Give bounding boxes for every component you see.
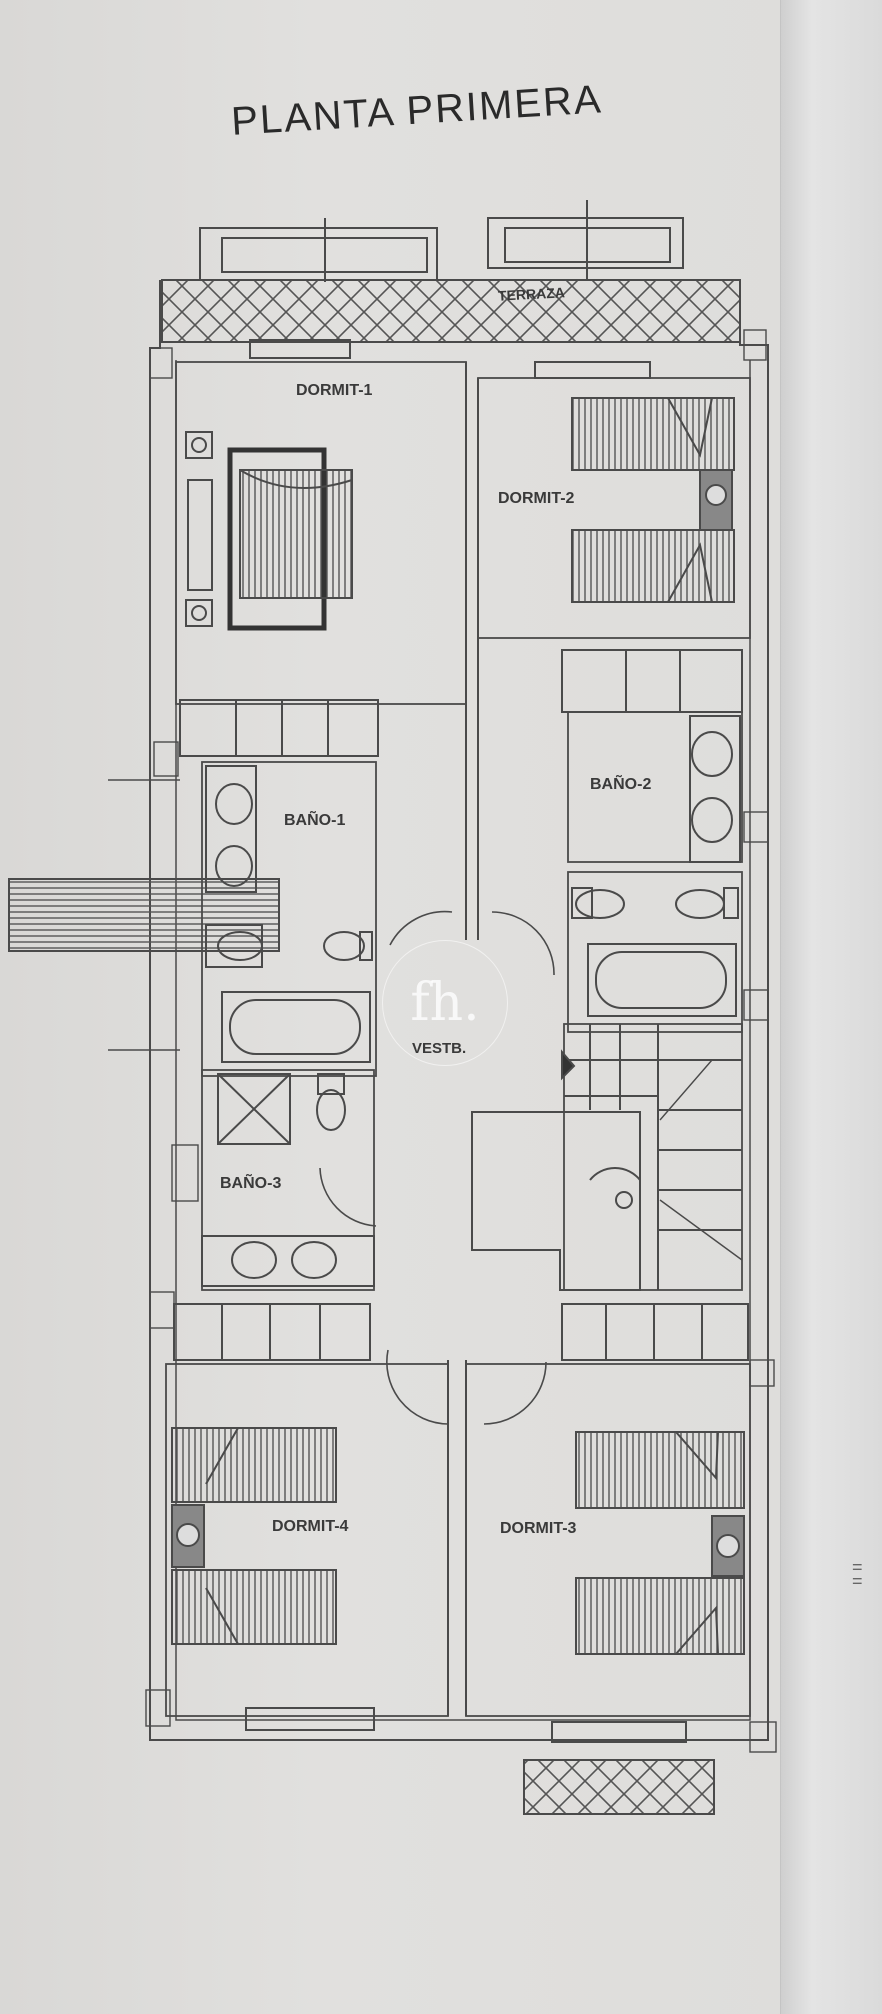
double-sink-bano-3 [201,1235,375,1287]
shower-bano-3 [217,1073,291,1145]
label-dormit-4: DORMIT-4 [272,1518,349,1535]
bano-2-walls [567,711,743,863]
door-swing-dormit-3 [483,1361,547,1425]
door-swing-vestb-right [491,911,555,976]
double-bed-icon [185,431,353,631]
bidet-bano-1 [323,931,373,961]
twin-bed-icon-3b [575,1577,745,1655]
label-dormit-3: DORMIT-3 [500,1520,577,1537]
dormit-3-walls [465,1363,751,1717]
exterior-stair-left [8,878,280,952]
staircase [471,1023,743,1291]
toilet-bano-3 [316,1073,346,1131]
edge-mark: == [852,1557,863,1591]
toilet-bano-2 [571,887,625,919]
terrace-hatch [161,279,741,343]
label-dormit-1: DORMIT-1 [296,382,373,399]
toilet-bano-1 [205,924,263,968]
bidet-bano-2 [675,887,739,919]
dormit-4-walls [165,1363,449,1717]
double-sink-bano-1 [205,765,257,893]
twin-bed-icon-4b [171,1569,337,1645]
twin-bed-icon-3a [575,1431,745,1509]
label-dormit-2: DORMIT-2 [498,490,575,507]
wardrobe-dormit-2 [561,649,743,713]
nightstand-3 [711,1515,745,1577]
double-sink-bano-2 [689,715,741,863]
twin-bed-icon-2a [571,397,735,471]
wardrobe-bano-1 [179,699,379,757]
nightstand-2 [699,469,733,531]
watermark-text: fh. [410,973,480,1033]
door-swing-vestb-left [389,910,453,946]
twin-bed-icon-4a [171,1427,337,1503]
bottom-balcony-hatch [523,1759,715,1815]
bathtub-bano-1 [221,991,371,1063]
bathtub-bano-2 [587,943,737,1017]
floor-plan [8,200,777,1815]
paper-fold [780,0,882,2014]
twin-bed-icon-2b [571,529,735,603]
wardrobe-dormit-4 [173,1303,371,1361]
door-swing-bano-3 [319,1167,377,1227]
planter-left [199,218,438,282]
nightstand-4 [171,1504,205,1568]
bano-3-walls [201,1069,375,1291]
label-bano-2: BAÑO-2 [590,776,652,793]
door-swing-dormit-4 [386,1349,449,1425]
watermark-logo: fh. [382,940,508,1066]
planter-right [487,200,684,280]
label-bano-1: BAÑO-1 [284,812,346,829]
label-bano-3: BAÑO-3 [220,1175,282,1192]
